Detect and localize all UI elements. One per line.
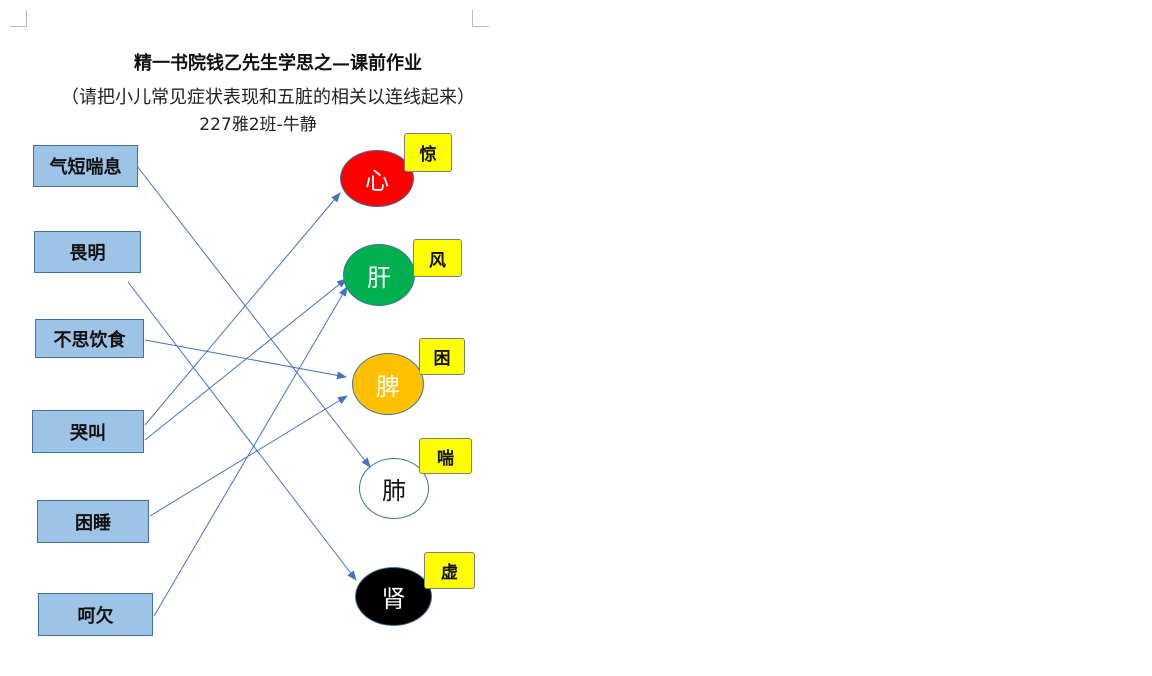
organ-label: 脾 (376, 372, 400, 401)
arrow-s1-lung (136, 165, 371, 468)
tag-label: 风 (429, 250, 446, 271)
symptom-box-s4: 哭叫 (32, 410, 144, 453)
crop-mark-top-left (10, 10, 27, 27)
organ-spleen: 脾 (352, 353, 424, 415)
tag-lung: 喘 (419, 438, 472, 474)
symptom-label: 不思饮食 (53, 329, 126, 351)
organ-label: 肺 (382, 477, 406, 505)
symptom-label: 哭叫 (70, 422, 106, 444)
organ-kidney: 肾 (355, 567, 432, 626)
tag-spleen: 困 (419, 338, 465, 375)
tag-heart: 惊 (404, 133, 452, 172)
organ-label: 肾 (381, 585, 406, 613)
arrow-s6-liver (153, 286, 348, 617)
tag-label: 惊 (419, 145, 437, 165)
document-title: 精一书院钱乙先生学思之—课前作业 (134, 53, 422, 74)
tag-liver: 风 (413, 239, 462, 277)
symptom-box-s3: 不思饮食 (35, 319, 144, 358)
organ-label: 肝 (367, 263, 391, 292)
symptom-label: 呵欠 (77, 605, 114, 627)
symptom-box-s6: 呵欠 (38, 593, 153, 636)
symptom-label: 气短喘息 (49, 157, 122, 178)
symptom-box-s2: 畏明 (34, 231, 141, 273)
tag-label: 困 (433, 349, 451, 369)
organ-lung: 肺 (359, 458, 429, 519)
organ-liver: 肝 (343, 244, 415, 306)
arrow-s4-liver (144, 278, 347, 441)
symptom-box-s1: 气短喘息 (33, 145, 138, 187)
arrow-s5-spleen (149, 395, 348, 517)
tag-label: 喘 (437, 448, 454, 469)
organ-label: 心 (365, 167, 389, 195)
document-author: 227雅2班-牛静 (199, 115, 317, 135)
tag-kidney: 虚 (424, 552, 475, 589)
symptom-label: 困睡 (75, 512, 111, 534)
arrow-s4-heart (144, 192, 341, 426)
tag-label: 虚 (441, 563, 458, 583)
symptom-box-s5: 困睡 (37, 500, 149, 543)
symptom-label: 畏明 (69, 243, 106, 264)
document-subtitle: （请把小儿常见症状表现和五脏的相关以连线起来） (61, 87, 475, 108)
arrow-s3-spleen (144, 339, 347, 380)
organ-heart: 心 (340, 150, 414, 207)
crop-mark-top-right (472, 10, 489, 27)
arrow-s2-kidney (127, 281, 357, 581)
